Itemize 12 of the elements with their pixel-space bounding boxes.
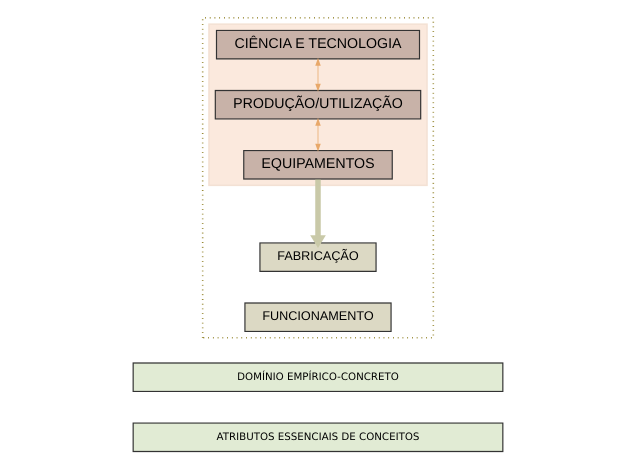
node-box: ATRIBUTOS ESSENCIAIS DE CONCEITOS: [132, 422, 504, 452]
cluster: [208, 23, 428, 186]
node-box: EQUIPAMENTOS: [243, 150, 393, 180]
node-box: FUNCIONAMENTO: [244, 302, 392, 332]
node-box: DOMÍNIO EMPÍRICO-CONCRETO: [132, 362, 504, 392]
arrow: [315, 58, 321, 92]
cluster: [202, 17, 434, 339]
node-box: PRODUÇÃO/UTILIZAÇÃO: [214, 90, 422, 120]
arrow: [310, 179, 326, 248]
node-box: CIÊNCIA E TECNOLOGIA: [216, 30, 420, 60]
node-box: FABRICAÇÃO: [259, 242, 377, 272]
arrow: [315, 118, 321, 152]
